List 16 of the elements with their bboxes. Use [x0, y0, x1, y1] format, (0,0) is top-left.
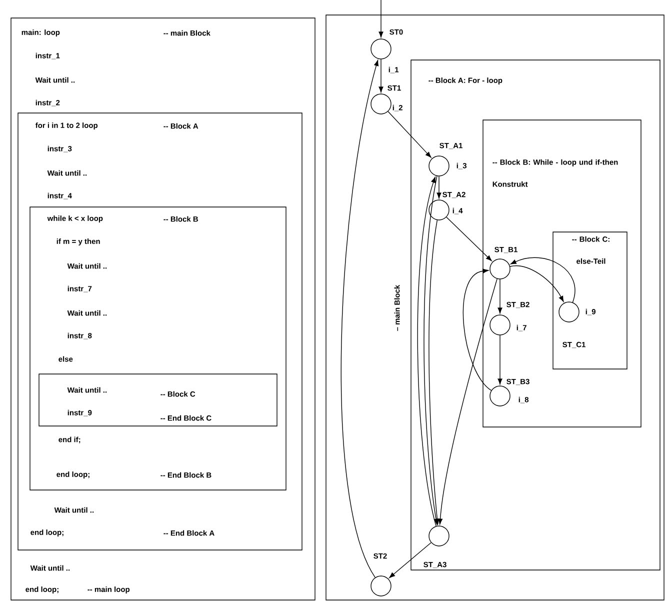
- arrow: [510, 265, 564, 302]
- arrow: [438, 278, 498, 524]
- arrow: [388, 111, 432, 158]
- arrow: [378, 0, 384, 38]
- arrow: [389, 542, 432, 578]
- arrow: [436, 176, 442, 198]
- arrow: [498, 334, 502, 384]
- arrow: [428, 220, 440, 525]
- arrow: [424, 176, 438, 525]
- arrow: [498, 278, 502, 314]
- arrow: [341, 60, 379, 578]
- arrow: [378, 59, 384, 92]
- arrow: [446, 216, 492, 262]
- arrow: [510, 257, 576, 303]
- arrow: [417, 176, 436, 526]
- arrow: [462, 268, 492, 391]
